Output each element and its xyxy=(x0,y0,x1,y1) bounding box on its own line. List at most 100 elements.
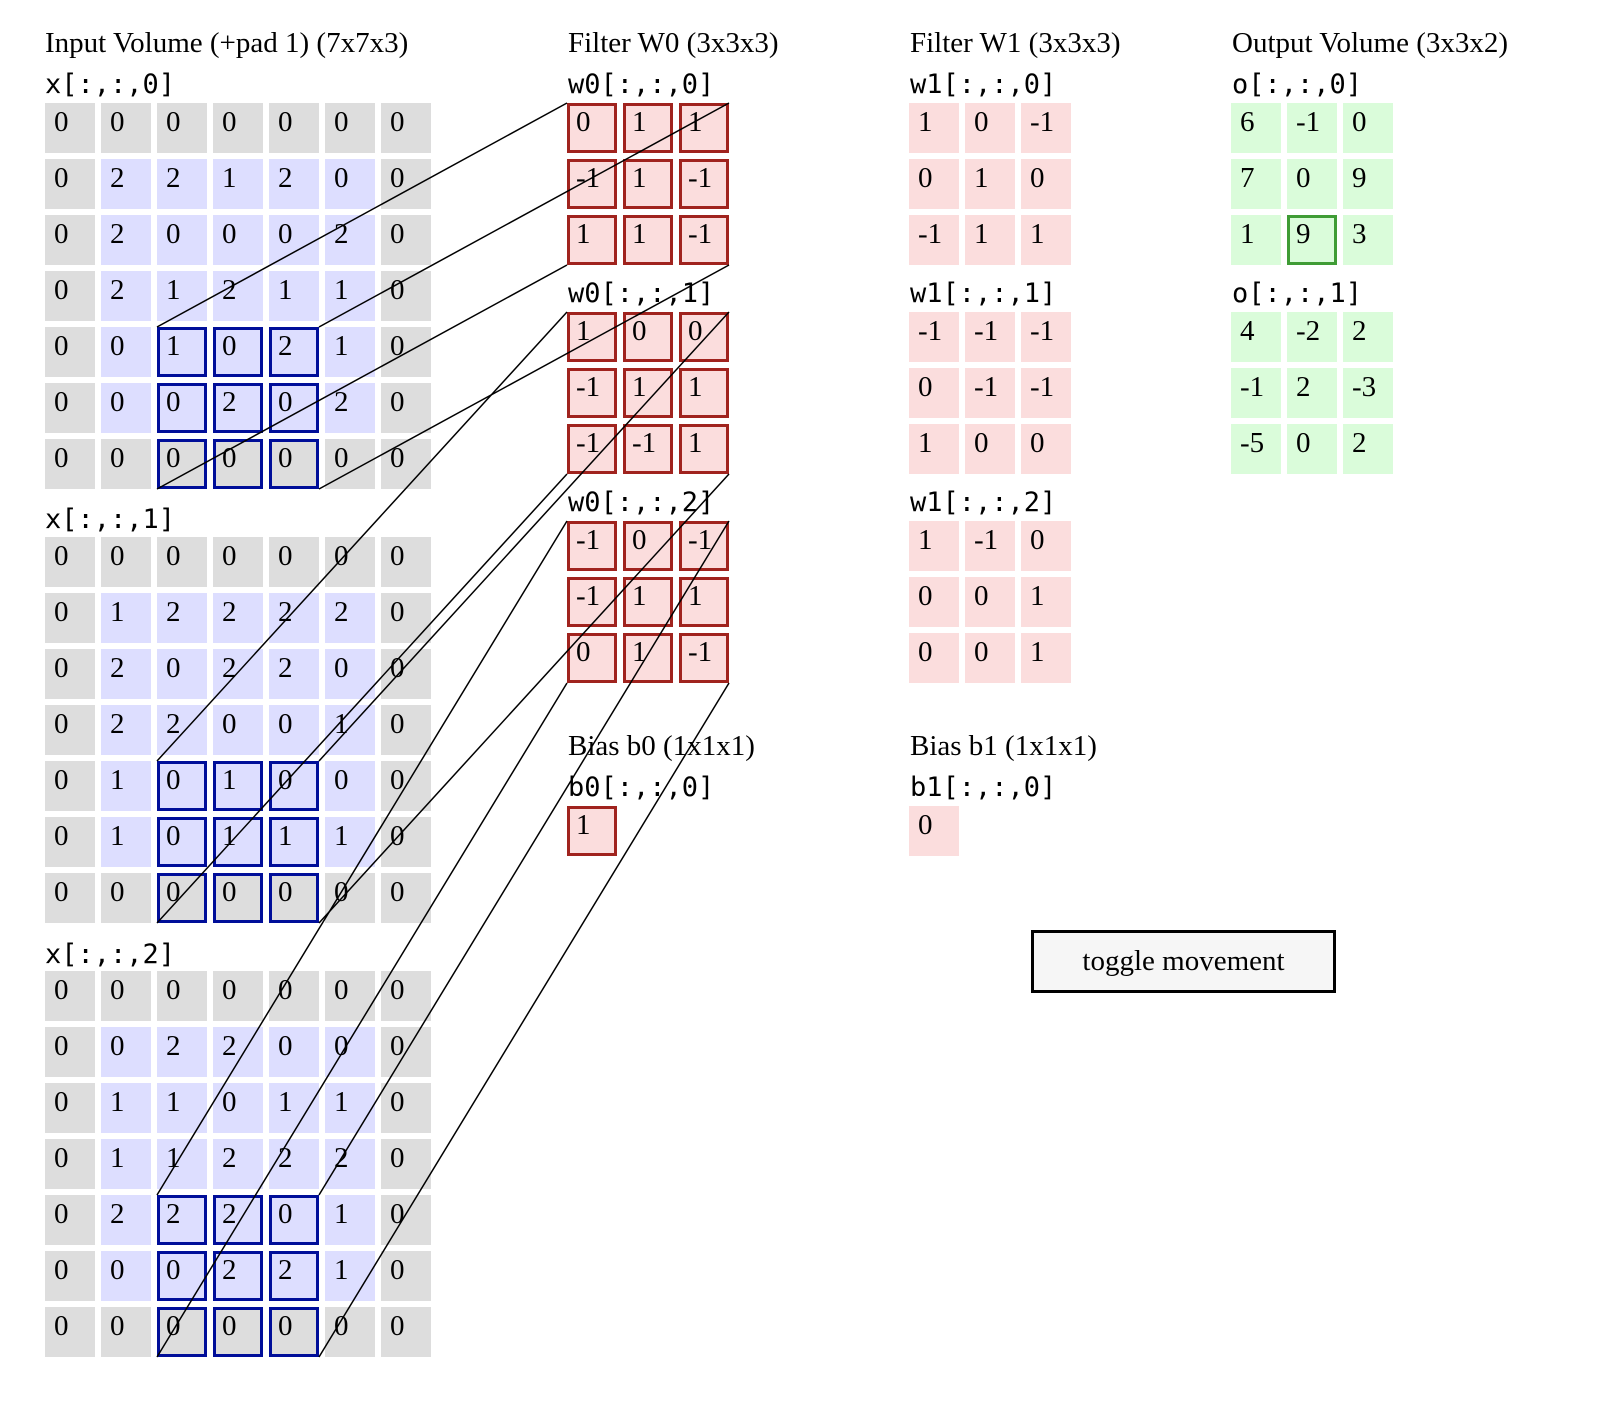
w0-cell: 1 xyxy=(679,368,729,418)
w1-cell: 0 xyxy=(965,577,1015,627)
input-cell: 0 xyxy=(213,705,263,755)
input-cell: 2 xyxy=(101,159,151,209)
w0-slice-label-0: w0[:,:,0] xyxy=(568,69,715,100)
w1-cell: 1 xyxy=(965,215,1015,265)
input-cell: 0 xyxy=(45,705,95,755)
output-cell: -2 xyxy=(1287,312,1337,362)
output-cell: 0 xyxy=(1343,103,1393,153)
input-cell: 0 xyxy=(325,761,375,811)
output-cell: -3 xyxy=(1343,368,1393,418)
output-cell: 3 xyxy=(1343,215,1393,265)
w1-cell: -1 xyxy=(965,521,1015,571)
w0-cell: -1 xyxy=(679,521,729,571)
input-cell: 0 xyxy=(157,103,207,153)
output-cell: 7 xyxy=(1231,159,1281,209)
w1-cell: 1 xyxy=(1021,215,1071,265)
input-cell: 0 xyxy=(213,1307,263,1357)
w0-cell: -1 xyxy=(679,633,729,683)
input-cell: 2 xyxy=(325,383,375,433)
input-cell: 0 xyxy=(101,103,151,153)
input-cell: 0 xyxy=(269,1307,319,1357)
w0-cell: 0 xyxy=(679,312,729,362)
input-cell: 0 xyxy=(381,705,431,755)
output-cell: 9 xyxy=(1343,159,1393,209)
input-cell: 0 xyxy=(157,761,207,811)
output-cell: 6 xyxy=(1231,103,1281,153)
input-cell: 2 xyxy=(101,215,151,265)
w0-cell: -1 xyxy=(679,215,729,265)
input-cell: 0 xyxy=(381,593,431,643)
output-slice-label-1: o[:,:,1] xyxy=(1232,278,1363,309)
input-cell: 2 xyxy=(213,271,263,321)
input-cell: 0 xyxy=(45,817,95,867)
input-cell: 1 xyxy=(325,1195,375,1245)
input-cell: 0 xyxy=(213,327,263,377)
input-cell: 2 xyxy=(213,1027,263,1077)
filter-w0-title: Filter W0 (3x3x3) xyxy=(568,27,779,59)
filter-w1-title: Filter W1 (3x3x3) xyxy=(910,27,1121,59)
input-cell: 1 xyxy=(213,761,263,811)
input-cell: 0 xyxy=(45,1083,95,1133)
input-cell: 0 xyxy=(381,537,431,587)
input-cell: 0 xyxy=(213,971,263,1021)
input-cell: 0 xyxy=(101,1251,151,1301)
input-cell: 0 xyxy=(381,1027,431,1077)
input-cell: 1 xyxy=(325,1251,375,1301)
input-cell: 0 xyxy=(269,705,319,755)
w1-cell: -1 xyxy=(965,312,1015,362)
input-cell: 1 xyxy=(101,1139,151,1189)
input-cell: 0 xyxy=(157,439,207,489)
w1-cell: -1 xyxy=(1021,368,1071,418)
input-cell: 2 xyxy=(157,705,207,755)
output-cell: -1 xyxy=(1287,103,1337,153)
w0-slice-label-2: w0[:,:,2] xyxy=(568,487,715,518)
input-cell: 0 xyxy=(157,649,207,699)
b0-label: b0[:,:,0] xyxy=(568,772,715,803)
input-cell: 0 xyxy=(45,383,95,433)
input-cell: 0 xyxy=(381,761,431,811)
w0-cell: -1 xyxy=(567,577,617,627)
input-cell: 1 xyxy=(269,817,319,867)
b1-label: b1[:,:,0] xyxy=(910,772,1057,803)
input-cell: 0 xyxy=(325,971,375,1021)
input-cell: 0 xyxy=(381,215,431,265)
input-cell: 0 xyxy=(45,1195,95,1245)
w0-cell: 0 xyxy=(623,312,673,362)
input-cell: 2 xyxy=(101,649,151,699)
output-slice-label-0: o[:,:,0] xyxy=(1232,69,1363,100)
input-cell: 0 xyxy=(213,1083,263,1133)
input-cell: 0 xyxy=(45,649,95,699)
input-cell: 1 xyxy=(325,271,375,321)
input-cell: 0 xyxy=(45,761,95,811)
input-cell: 2 xyxy=(157,593,207,643)
input-cell: 0 xyxy=(381,649,431,699)
input-cell: 1 xyxy=(213,159,263,209)
input-cell: 0 xyxy=(325,873,375,923)
w1-cell: 1 xyxy=(965,159,1015,209)
w0-cell: 1 xyxy=(679,424,729,474)
input-cell: 2 xyxy=(101,705,151,755)
input-cell: 0 xyxy=(325,537,375,587)
input-cell: 0 xyxy=(157,1251,207,1301)
input-cell: 0 xyxy=(381,1139,431,1189)
output-cell: 2 xyxy=(1343,312,1393,362)
input-cell: 0 xyxy=(381,159,431,209)
input-cell: 0 xyxy=(157,537,207,587)
toggle-movement-button[interactable]: toggle movement xyxy=(1031,930,1336,993)
input-cell: 0 xyxy=(101,1307,151,1357)
input-cell: 0 xyxy=(269,537,319,587)
output-cell: 0 xyxy=(1287,159,1337,209)
input-cell: 2 xyxy=(213,649,263,699)
input-cell: 0 xyxy=(269,761,319,811)
input-cell: 0 xyxy=(325,1307,375,1357)
w1-cell: 0 xyxy=(1021,159,1071,209)
w1-cell: 0 xyxy=(965,633,1015,683)
input-volume-title: Input Volume (+pad 1) (7x7x3) xyxy=(45,27,409,59)
input-cell: 0 xyxy=(269,103,319,153)
input-cell: 1 xyxy=(157,327,207,377)
input-cell: 0 xyxy=(269,439,319,489)
input-cell: 2 xyxy=(269,1139,319,1189)
bias-b1-title: Bias b1 (1x1x1) xyxy=(910,730,1097,762)
input-cell: 0 xyxy=(213,537,263,587)
input-cell: 0 xyxy=(45,1307,95,1357)
